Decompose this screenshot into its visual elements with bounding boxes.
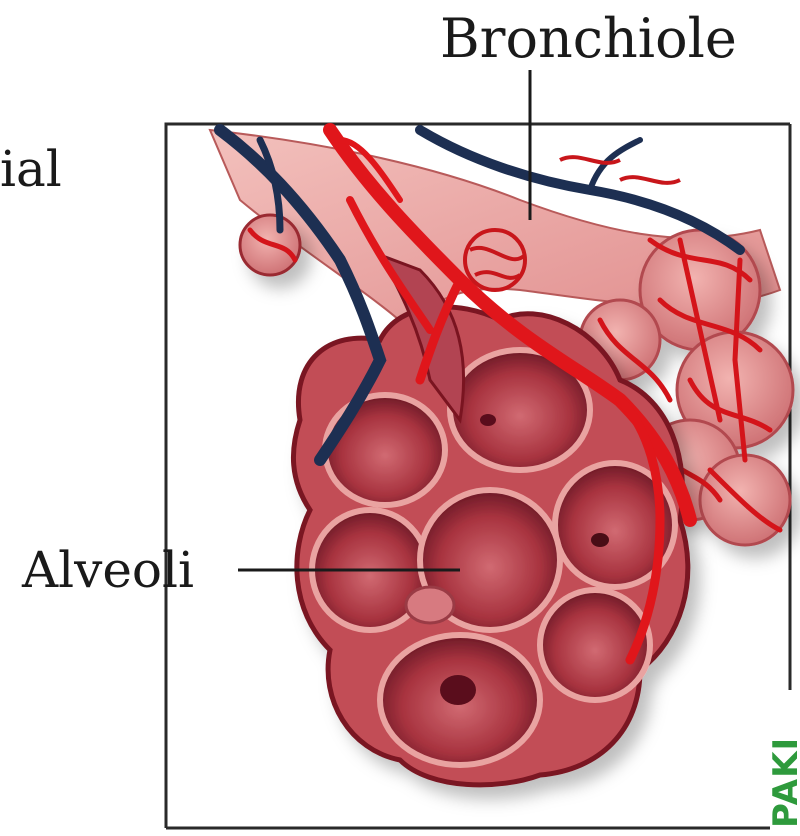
label-partial-cut-off: ial	[0, 144, 62, 194]
label-bronchiole: Bronchiole	[440, 12, 737, 66]
label-alveoli: Alveoli	[22, 545, 194, 595]
watermark-text: PAKI	[766, 737, 800, 828]
watermark: PAKI	[762, 688, 800, 836]
